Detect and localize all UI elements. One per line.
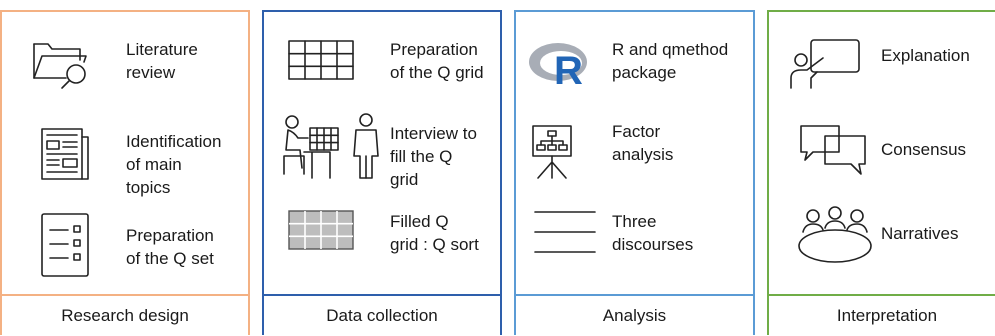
speech-bubbles-icon: [799, 124, 869, 176]
panel-interpretation: Explanation Consensus Narra: [767, 10, 995, 335]
label-consensus: Consensus: [881, 140, 967, 159]
interview-icon: [282, 112, 382, 180]
presenter-icon: [789, 38, 861, 90]
filled-grid-icon: [288, 210, 354, 250]
r-logo-icon: R: [524, 34, 598, 94]
label-explanation: Explanation: [881, 46, 970, 65]
meeting-icon: [797, 206, 873, 266]
svg-text:R: R: [554, 49, 583, 93]
newspaper-icon: [36, 127, 92, 181]
footer-interpretation: Interpretation: [769, 294, 995, 335]
three-lines-icon: [534, 210, 596, 254]
presentation-chart-icon: [530, 124, 574, 180]
label-narratives: Narratives: [881, 224, 959, 243]
footer-research-design: Research design: [2, 294, 248, 335]
empty-grid-icon: [288, 40, 354, 80]
footer-data-collection: Data collection: [264, 294, 500, 335]
footer-analysis: Analysis: [516, 294, 753, 335]
checklist-icon: [40, 212, 90, 278]
folder-search-icon: [32, 34, 94, 90]
